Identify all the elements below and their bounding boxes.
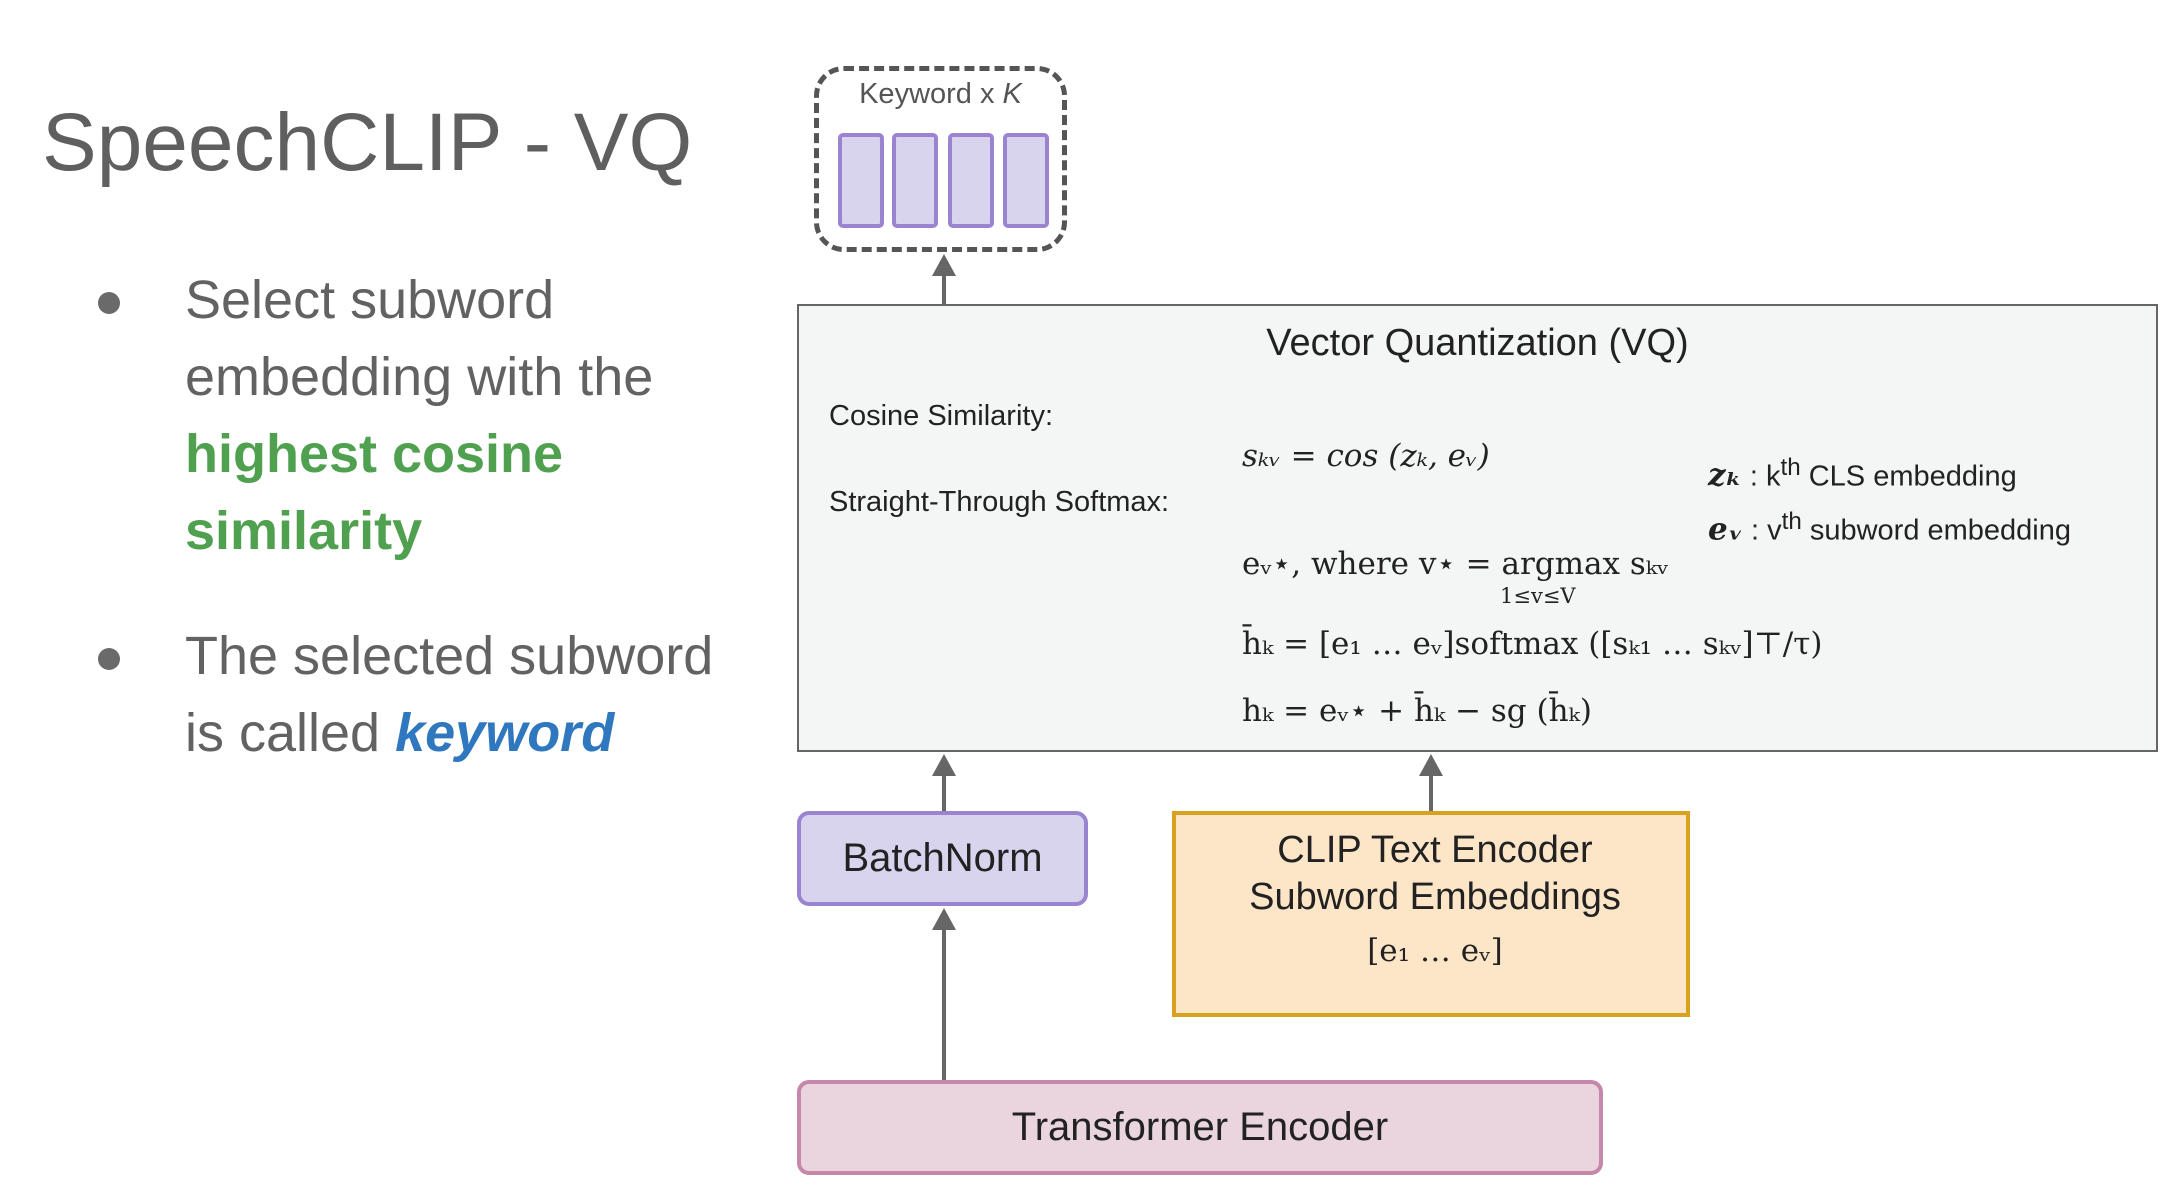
slide-title: SpeechCLIP - VQ [42, 97, 693, 188]
transformer-encoder-box: Transformer Encoder [797, 1080, 1603, 1175]
eq-h: hₖ = eᵥ⋆ + h̄ₖ − sg (h̄ₖ) [1242, 693, 1592, 729]
eq-argmax-sub: 1≤v≤V [1500, 584, 1576, 608]
vq-label-cosine: Cosine Similarity: [829, 400, 1053, 432]
arrowhead-batchnorm-to-vq [932, 754, 956, 776]
legend-e-rest: subword embedding [1801, 514, 2072, 547]
keyword-cell-1 [838, 133, 884, 228]
vq-box [797, 304, 2158, 752]
keyword-cell-3 [948, 133, 994, 228]
legend-z-symbol: zₖ [1708, 457, 1742, 494]
keyword-label: Keyword x K [814, 78, 1067, 111]
keyword-label-text: Keyword x [859, 78, 1003, 110]
arrowhead-vq-to-keyword [932, 254, 956, 276]
bullet-dot-1 [98, 292, 120, 314]
vq-title: Vector Quantization (VQ) [1266, 322, 1689, 364]
bullet-dot-2 [98, 648, 120, 670]
eq-cosine: sₖᵥ = cos (zₖ, eᵥ) [1242, 438, 1490, 474]
bullet-1-text: Select subword embedding with the [185, 270, 654, 407]
bullet-2-text: The selected subword is called [185, 626, 714, 763]
keyword-label-var: K [1002, 78, 1022, 110]
clip-text-encoder-box: CLIP Text Encoder Subword Embeddings [e₁… [1172, 811, 1690, 1017]
legend-e-sup: th [1781, 508, 1802, 535]
clip-math: [e₁ … eᵥ] [1367, 933, 1503, 969]
arrowhead-clip-to-vq [1419, 754, 1443, 776]
batchnorm-label: BatchNorm [842, 836, 1043, 880]
legend-z-sup: th [1780, 454, 1801, 481]
clip-line-2: Subword Embeddings [1249, 876, 1621, 918]
legend-e-symbol: eᵥ [1708, 511, 1743, 548]
batchnorm-box: BatchNorm [797, 811, 1088, 906]
legend-z-rest: CLS embedding [1800, 460, 2017, 493]
clip-line-1: CLIP Text Encoder [1277, 829, 1593, 871]
legend-e-text: : v [1742, 514, 1782, 547]
bullet-1: Select subword embedding with the highes… [185, 262, 745, 570]
arrowhead-transformer-to-batchnorm [932, 908, 956, 930]
legend-z: zₖ : kth CLS embedding [1708, 454, 2017, 494]
eq-hbar: h̄ₖ = [e₁ … eᵥ]softmax ([sₖ₁ … sₖᵥ]⊤/τ) [1242, 626, 1823, 662]
legend-z-text: : k [1741, 460, 1781, 493]
keyword-cell-4 [1003, 133, 1049, 228]
vq-label-softmax: Straight-Through Softmax: [829, 486, 1170, 518]
keyword-cell-2 [892, 133, 938, 228]
legend-e: eᵥ : vth subword embedding [1708, 508, 2071, 548]
transformer-encoder-label: Transformer Encoder [1011, 1105, 1389, 1149]
keyword-box [814, 66, 1067, 252]
bullet-1-highlight: highest cosine similarity [185, 424, 564, 561]
eq-argmax: eᵥ⋆, where v⋆ = argmax sₖᵥ [1242, 546, 1669, 582]
bullet-2: The selected subword is called keyword [185, 618, 765, 772]
bullet-2-highlight: keyword [395, 703, 615, 763]
